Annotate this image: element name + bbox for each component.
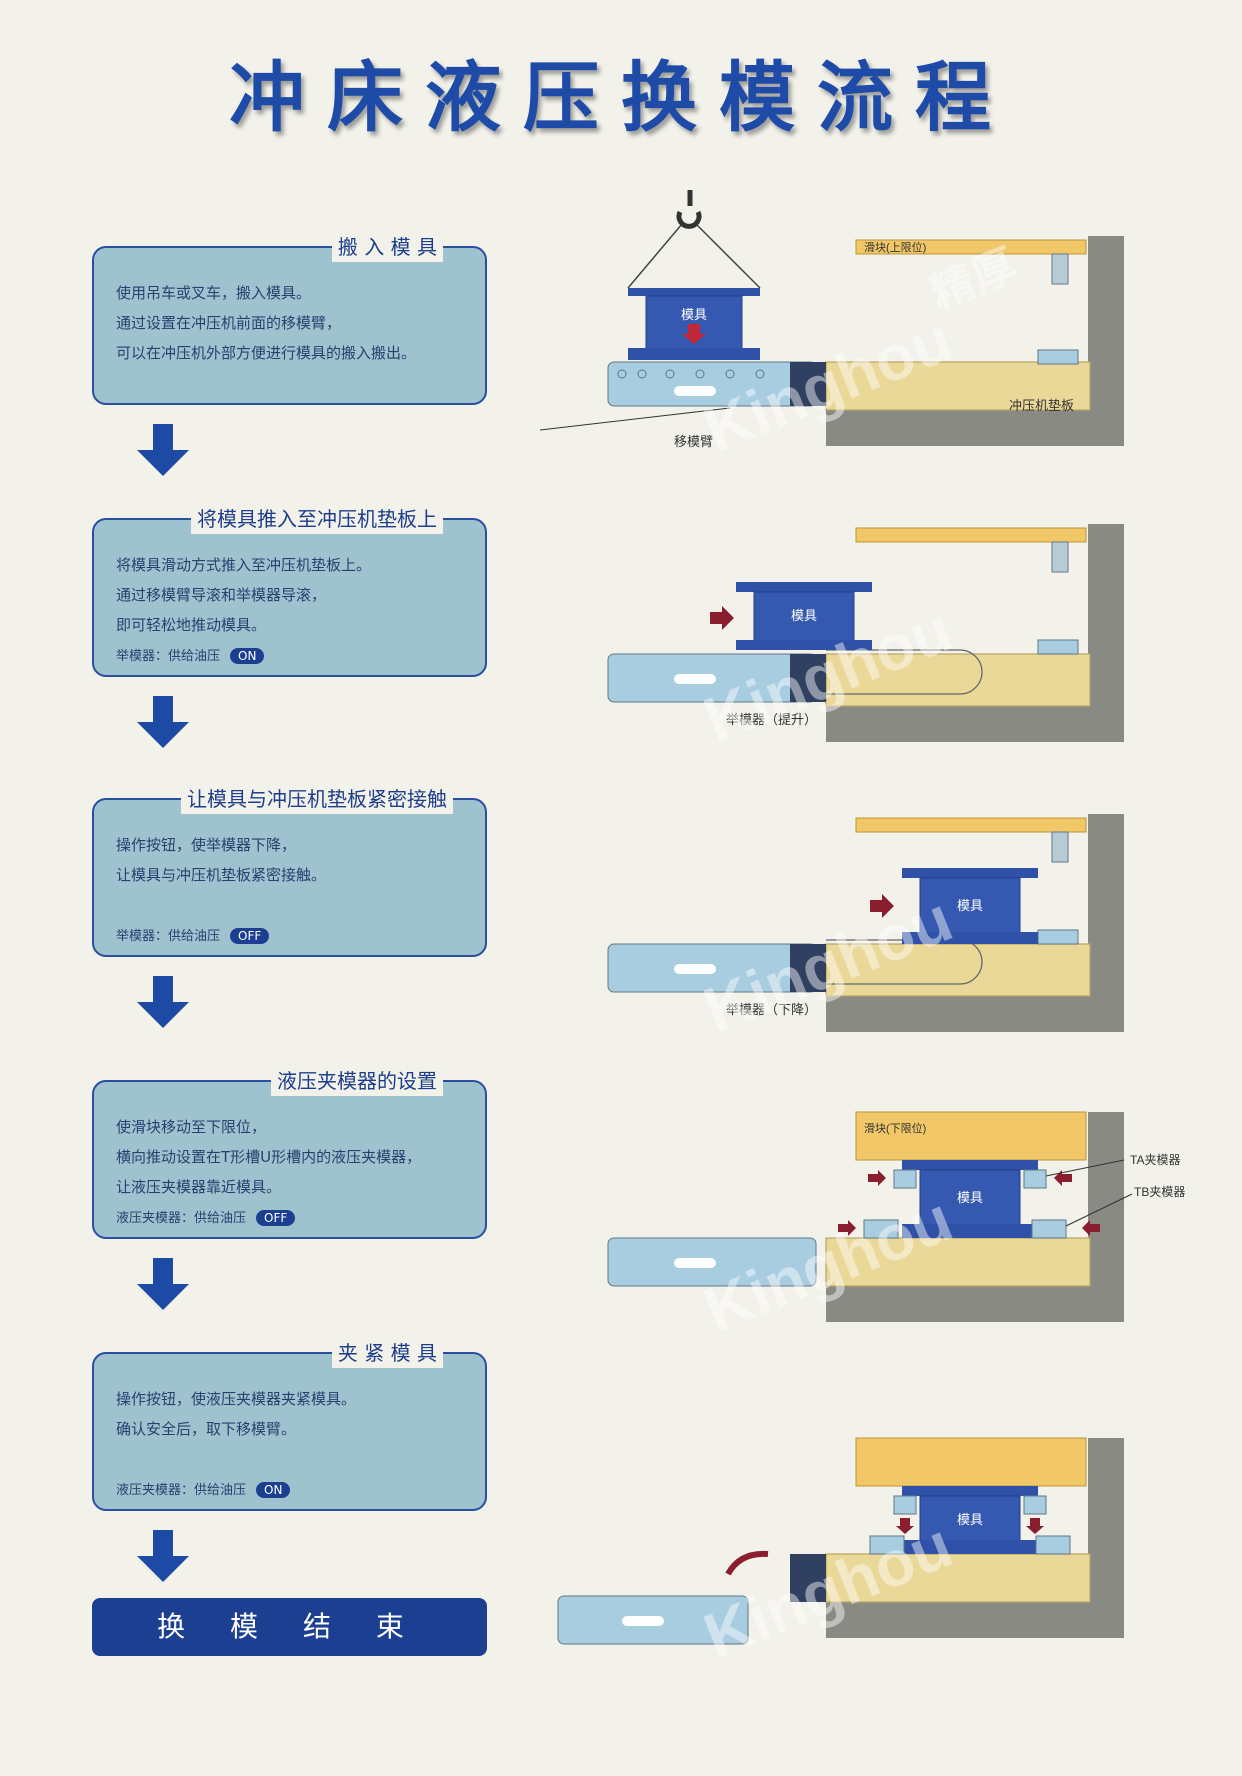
arrow-down-icon: [137, 976, 189, 1028]
arrow-down-icon: [137, 696, 189, 748]
step-4-line-2: 横向推动设置在T形槽U形槽内的液压夹模器，: [116, 1148, 422, 1166]
diagram-step-1: 冲压机垫板 滑块(上限位) 模具 移模臂 Kinghou 精厚: [540, 190, 1124, 460]
arrow-down-icon: [137, 1258, 189, 1310]
step-5-status-label: 液压夹模器：供给油压: [116, 1483, 247, 1498]
label-die: 模具: [791, 608, 817, 623]
step-3-box: 让模具与冲压机垫板紧密接触 操作按钮，使举模器下降， 让模具与冲压机垫板紧密接触…: [92, 784, 487, 957]
push-arrow-icon: [710, 606, 734, 630]
step-5-status-badge: ON: [256, 1482, 291, 1498]
step-5-box: 夹 紧 模 具 操作按钮，使液压夹模器夹紧模具。 确认安全后，取下移模臂。 液压…: [92, 1338, 487, 1511]
step-5-text: 操作按钮，使液压夹模器夹紧模具。 确认安全后，取下移模臂。: [116, 1384, 475, 1444]
step-5-line-2: 确认安全后，取下移模臂。: [116, 1420, 297, 1438]
step-2-status: 举模器：供给油压 ON: [116, 645, 265, 664]
step-2-status-label: 举模器：供给油压: [116, 649, 221, 664]
step-4-box: 液压夹模器的设置 使滑块移动至下限位， 横向推动设置在T形槽U形槽内的液压夹模器…: [92, 1066, 487, 1239]
diagram-step-4: 滑块(下限位) 模具 TA夹模器 TB夹模器 Kinghou: [607, 1111, 1185, 1330]
step-1-box: 搬 入 模 具 使用吊车或叉车，搬入模具。 通过设置在冲压机前面的移模臂， 可以…: [92, 232, 487, 405]
tb-clamp-left: [863, 1219, 899, 1239]
step-2-text: 将模具滑动方式推入至冲压机垫板上。 通过移模臂导滚和举模器导滚， 即可轻松地推动…: [116, 550, 475, 640]
tb-clamp-right: [1031, 1219, 1067, 1239]
label-lifter-down: 举模器（下降）: [726, 1002, 817, 1017]
step-5-heading: 夹 紧 模 具: [331, 1338, 443, 1368]
step-2-line-2: 通过移模臂导滚和举模器导滚，: [116, 586, 327, 604]
label-ta-clamp: TA夹模器: [1130, 1153, 1180, 1167]
label-die: 模具: [957, 898, 983, 913]
step-4-heading: 液压夹模器的设置: [271, 1066, 443, 1096]
label-slide-lower: 滑块(下限位): [864, 1121, 926, 1135]
label-die: 模具: [957, 1190, 983, 1205]
step-2-box: 将模具推入至冲压机垫板上 将模具滑动方式推入至冲压机垫板上。 通过移模臂导滚和举…: [92, 504, 487, 677]
remove-arm-arrow-icon: [725, 1550, 769, 1576]
diagram-step-5: 模具 Kinghou: [557, 1437, 1124, 1656]
step-1-text: 使用吊车或叉车，搬入模具。 通过设置在冲压机前面的移模臂， 可以在冲压机外部方便…: [116, 278, 475, 368]
step-4-status-badge: OFF: [256, 1210, 296, 1226]
diagram-step-3: 模具 举模器（下降） Kinghou: [607, 814, 1124, 1040]
step-3-status-label: 举模器：供给油压: [116, 929, 221, 944]
ta-clamp-left: [893, 1169, 917, 1189]
step-3-status-badge: OFF: [230, 928, 270, 944]
arrow-down-icon: [137, 424, 189, 476]
step-3-text: 操作按钮，使举模器下降， 让模具与冲压机垫板紧密接触。: [116, 830, 475, 890]
step-4-status: 液压夹模器：供给油压 OFF: [116, 1207, 296, 1226]
step-2-status-badge: ON: [230, 648, 265, 664]
step-3-status: 举模器：供给油压 OFF: [116, 925, 270, 944]
page-title: 冲床液压换模流程: [229, 53, 1013, 142]
step-1-line-2: 通过设置在冲压机前面的移模臂，: [116, 314, 342, 332]
step-2-line-1: 将模具滑动方式推入至冲压机垫板上。: [116, 556, 372, 574]
label-tb-clamp: TB夹模器: [1134, 1185, 1185, 1199]
label-arm: 移模臂: [674, 434, 713, 449]
step-1-line-3: 可以在冲压机外部方便进行模具的搬入搬出。: [116, 344, 417, 362]
label-die: 模具: [957, 1512, 983, 1527]
label-slide-upper: 滑块(上限位): [864, 240, 926, 254]
label-bolster: 冲压机垫板: [1009, 398, 1074, 413]
step-4-text: 使滑块移动至下限位， 横向推动设置在T形槽U形槽内的液压夹模器， 让液压夹模器靠…: [116, 1112, 475, 1202]
diagram-step-2: 模具 举模器（提升） Kinghou: [607, 524, 1124, 750]
step-3-heading: 让模具与冲压机垫板紧密接触: [181, 784, 453, 814]
step-1-line-1: 使用吊车或叉车，搬入模具。: [116, 284, 312, 302]
step-4-line-3: 让液压夹模器靠近模具。: [116, 1178, 282, 1196]
push-arrow-icon: [870, 894, 894, 918]
ta-clamp-right: [1023, 1169, 1047, 1189]
step-1-heading: 搬 入 模 具: [331, 232, 443, 262]
label-die: 模具: [681, 307, 707, 322]
step-3-line-2: 让模具与冲压机垫板紧密接触。: [116, 866, 327, 884]
step-4-status-label: 液压夹模器：供给油压: [116, 1211, 247, 1226]
end-banner: 换 模 结 束: [92, 1598, 487, 1656]
label-lifter-up: 举模器（提升）: [726, 712, 817, 727]
step-2-heading: 将模具推入至冲压机垫板上: [191, 504, 443, 534]
arrow-down-icon: [137, 1530, 189, 1582]
step-5-status: 液压夹模器：供给油压 ON: [116, 1479, 291, 1498]
step-2-line-3: 即可轻松地推动模具。: [116, 616, 267, 634]
crane-hook-icon: [676, 190, 702, 229]
step-5-line-1: 操作按钮，使液压夹模器夹紧模具。: [116, 1390, 357, 1408]
step-3-line-1: 操作按钮，使举模器下降，: [116, 836, 297, 854]
step-4-line-1: 使滑块移动至下限位，: [116, 1118, 267, 1136]
